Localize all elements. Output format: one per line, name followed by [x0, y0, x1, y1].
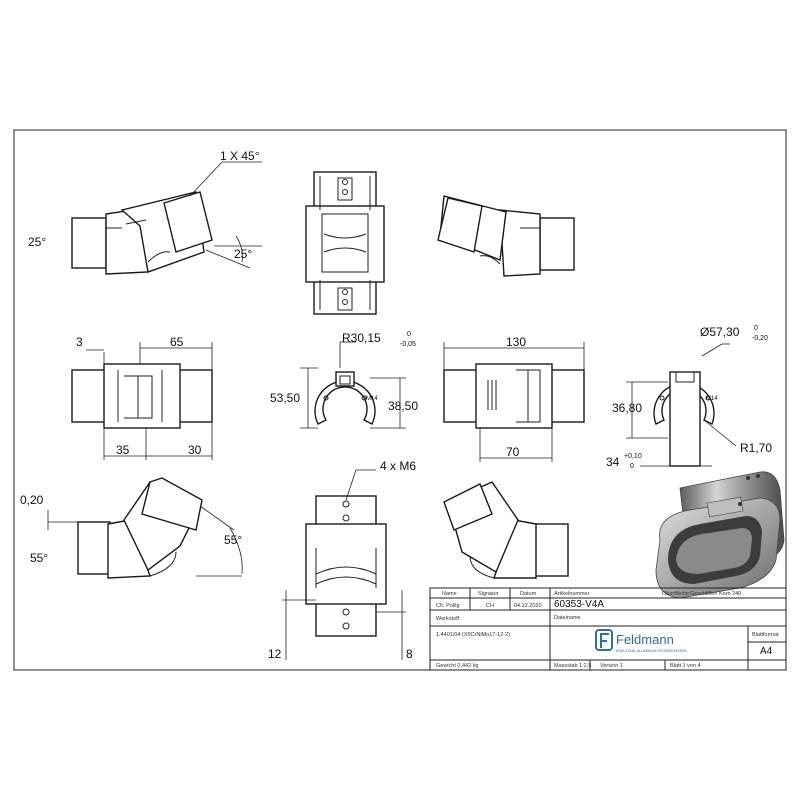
tb-surface-label: Oberfläche: — [662, 591, 691, 597]
diameter-tol-bot: -0,20 — [752, 335, 768, 342]
dim-020-label: 0,20 — [20, 493, 44, 507]
height-3680-label: 36,80 — [612, 401, 642, 415]
height-3850-label: 38,50 — [388, 399, 418, 413]
angle-25-right-label: 25° — [234, 247, 252, 261]
tb-author: Ch. Pollig — [436, 603, 460, 609]
tb-col-signature: Signatur — [478, 591, 499, 597]
tb-material-value: 1.4401/04 (X5CrNiMo17-12-2) — [436, 632, 510, 638]
tb-format-label: Blattformat — [752, 632, 779, 638]
thread-m14-right-label: M14 — [706, 396, 718, 402]
dim-8-label: 8 — [406, 647, 413, 661]
angle-55-left-label: 55° — [30, 551, 48, 565]
tb-surface-value: Geschliffen Korn 240 — [690, 591, 741, 597]
render-3d — [655, 471, 785, 599]
dim-34-tol-top: +0,10 — [624, 453, 642, 460]
height-5350-label: 53,50 — [270, 391, 300, 405]
dim-34-tol-bot: 0 — [630, 463, 634, 470]
view-middle-left — [71, 342, 213, 460]
tb-filename-label: Dateiname — [554, 615, 581, 621]
diameter-tol-top: 0 — [754, 325, 758, 332]
tb-date: 04.12.2020 — [514, 603, 542, 609]
view-bottom-center — [282, 469, 406, 660]
radius-170-label: R1,70 — [740, 441, 772, 455]
tb-signature: CH — [486, 603, 494, 609]
radius-tol-top: 0 — [407, 331, 411, 338]
tb-material-label: Werkstoff: — [436, 616, 461, 622]
radius-tol-bot: -0,05 — [400, 341, 416, 348]
dim-130-label: 130 — [506, 335, 526, 349]
tb-article-number: 60353-V4A — [554, 599, 604, 610]
tb-article-label: Artikelnummer — [554, 591, 590, 597]
tb-version: Version 1 — [600, 663, 623, 669]
view-middle-right — [443, 342, 585, 462]
tb-col-date: Datum — [520, 591, 537, 597]
thread-m14-label: M14 — [366, 396, 378, 402]
chamfer-label: 1 X 45° — [220, 149, 260, 163]
dim-65-label: 65 — [170, 335, 184, 349]
title-block — [429, 587, 787, 671]
view-top-center — [305, 171, 385, 315]
angle-25-left-label: 25° — [28, 235, 46, 249]
view-middle-center-profile — [300, 341, 406, 429]
tb-company: Feldmann — [616, 632, 674, 647]
dim-70-label: 70 — [506, 445, 520, 459]
thread-m6-label: 4 x M6 — [380, 459, 416, 473]
tb-sheet: Blatt 1 von 4 — [670, 663, 701, 669]
dim-30-label: 30 — [188, 443, 202, 457]
dim-35-label: 35 — [116, 443, 130, 457]
tb-weight: Gewicht 0,442 kg — [436, 663, 479, 669]
sheet-border — [13, 129, 787, 671]
view-bottom-left-55 — [47, 477, 243, 579]
tb-company-sub: EDELSTAHL ALUMINIUM SCHMIEDEEISEN — [616, 649, 687, 653]
tb-scale: Massstab 1:2,5 — [554, 663, 591, 669]
tb-col-name: Name — [442, 591, 457, 597]
view-right-profile — [626, 343, 737, 467]
tb-format-value: A4 — [760, 646, 773, 657]
dim-12-label: 12 — [268, 647, 282, 661]
view-top-left-25 — [71, 161, 262, 275]
radius-label: R30,15 — [342, 331, 381, 345]
view-top-right-25 — [437, 195, 575, 277]
dim-34-label: 34 — [606, 455, 620, 469]
angle-55-right-label: 55° — [224, 533, 242, 547]
diameter-label: Ø57,30 — [700, 325, 740, 339]
view-bottom-right-55 — [443, 481, 569, 579]
dim-3-label: 3 — [76, 335, 83, 349]
